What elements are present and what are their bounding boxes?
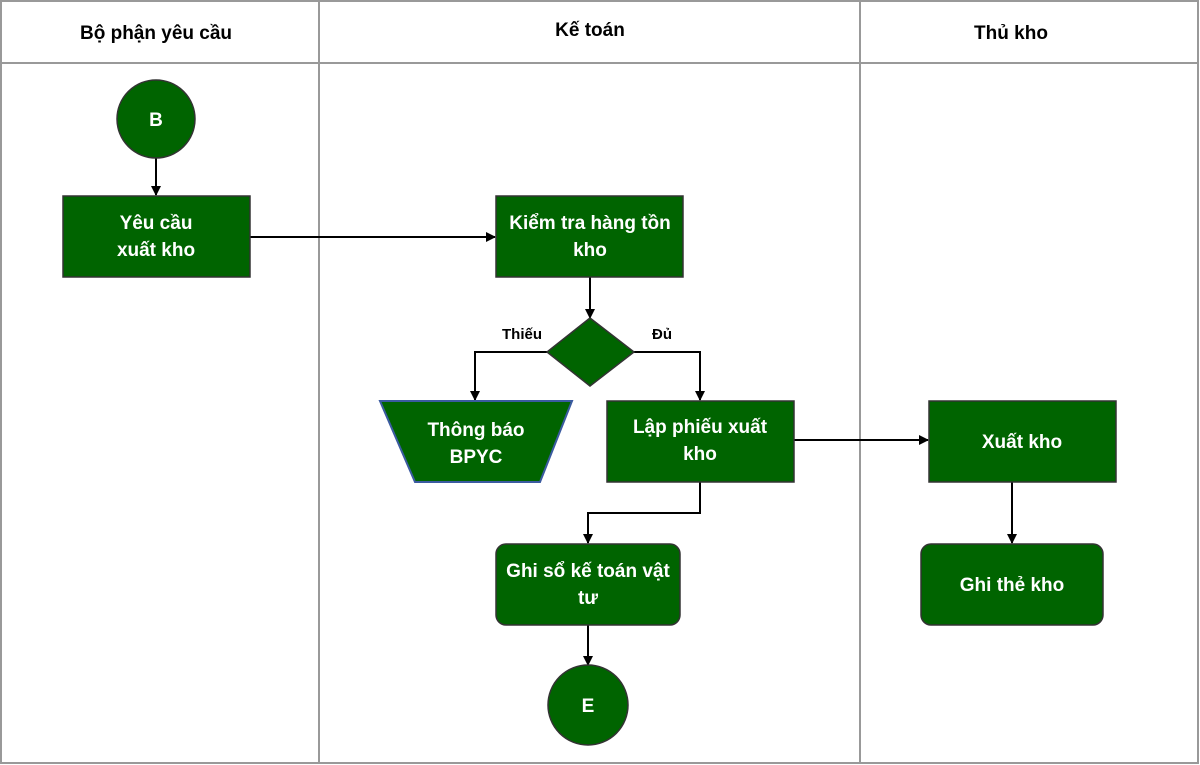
edge-label-shortage: Thiếu: [502, 326, 542, 343]
check-stock-label-line-2: kho: [573, 240, 607, 261]
node-check-stock: Kiểm tra hàng tồn kho: [495, 195, 684, 278]
stock-card-label: Ghi thẻ kho: [960, 575, 1065, 596]
check-stock-label-line-1: Kiểm tra hàng tồn: [509, 213, 671, 234]
end-connector-label: E: [582, 696, 595, 717]
node-request-stock-out: Yêu cầu xuất kho: [62, 195, 251, 278]
stock-out-label: Xuất kho: [982, 432, 1062, 453]
lane-title-warehouse-keeper: Thủ kho: [974, 23, 1048, 44]
request-process-shape: [62, 195, 251, 278]
stock-card-rounded-process-shape: [920, 543, 1104, 626]
check-stock-process-shape: [495, 195, 684, 278]
edge-decision-to-issue-slip: [633, 351, 705, 401]
lane-title-requesting-department: Bộ phận yêu cầu: [80, 23, 232, 44]
node-stock-card: Ghi thẻ kho: [920, 543, 1104, 626]
node-issue-slip: Lập phiếu xuất kho: [606, 400, 795, 483]
ledger-label-line-2: tư: [578, 588, 598, 609]
ledger-label-line-1: Ghi sổ kế toán vật: [506, 561, 670, 582]
issue-slip-process-shape: [606, 400, 795, 483]
issue-slip-label-line-1: Lập phiếu xuất: [633, 417, 768, 438]
request-label-line-1: Yêu cầu: [120, 213, 193, 234]
node-end-connector: E: [547, 664, 629, 746]
node-stock-out: Xuất kho: [928, 400, 1117, 483]
notify-label-line-2: BPYC: [450, 447, 503, 468]
edge-decision-to-notify: [470, 351, 548, 401]
notify-label-line-1: Thông báo: [427, 420, 524, 441]
ledger-rounded-process-shape: [495, 543, 681, 626]
lane-title-accounting: Kế toán: [555, 20, 625, 41]
end-connector-shape: [547, 664, 629, 746]
request-label-line-2: xuất kho: [117, 240, 195, 261]
issue-slip-label-line-2: kho: [683, 444, 717, 465]
start-connector-shape: [116, 79, 196, 159]
node-notify-requester: Thông báo BPYC: [378, 400, 574, 483]
notify-manual-operation-shape: [378, 400, 574, 483]
edge-issue-slip-to-ledger: [583, 482, 701, 544]
node-accounting-ledger: Ghi sổ kế toán vật tư: [495, 543, 681, 626]
node-stock-decision: [545, 317, 636, 387]
decision-diamond-shape: [545, 317, 636, 387]
node-start-connector: B: [116, 79, 196, 159]
stock-out-process-shape: [928, 400, 1117, 483]
edges: [151, 158, 1017, 666]
edge-label-sufficient: Đủ: [652, 326, 672, 343]
start-connector-label: B: [149, 110, 163, 131]
